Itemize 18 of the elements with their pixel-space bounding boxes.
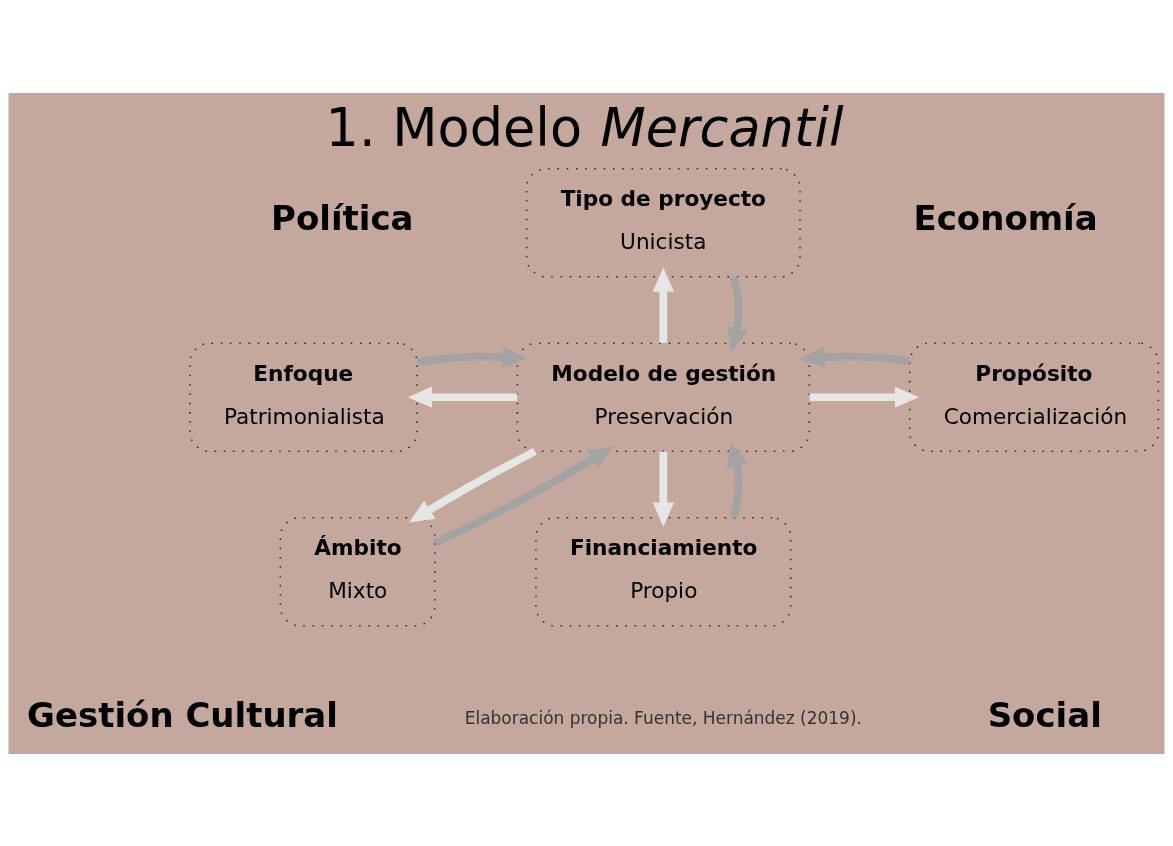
arrow	[727, 275, 748, 352]
caption: Elaboración propia. Fuente, Hernández (2019).	[464, 707, 862, 728]
arrow	[727, 441, 748, 518]
label: Economía	[913, 197, 1098, 238]
arrow	[433, 446, 613, 546]
label: Gestión Cultural	[27, 694, 338, 735]
arrow	[416, 346, 527, 368]
diagram-title: 1. Modelo Mercantil	[325, 96, 844, 158]
arrow	[799, 346, 911, 368]
label: Social	[987, 694, 1102, 735]
node-box: Financiamiento Propio	[535, 516, 792, 627]
node-box: Ámbito Mixto	[279, 516, 436, 627]
node-box: Tipo de proyecto Unicista	[525, 167, 801, 278]
node-box: Propósito Comercialización	[908, 341, 1160, 452]
node-box: Enfoque Patrimonialista	[189, 341, 418, 452]
node-box: Modelo de gestión Preservación	[516, 341, 811, 452]
arrow	[408, 447, 537, 522]
label: Política	[271, 197, 414, 238]
